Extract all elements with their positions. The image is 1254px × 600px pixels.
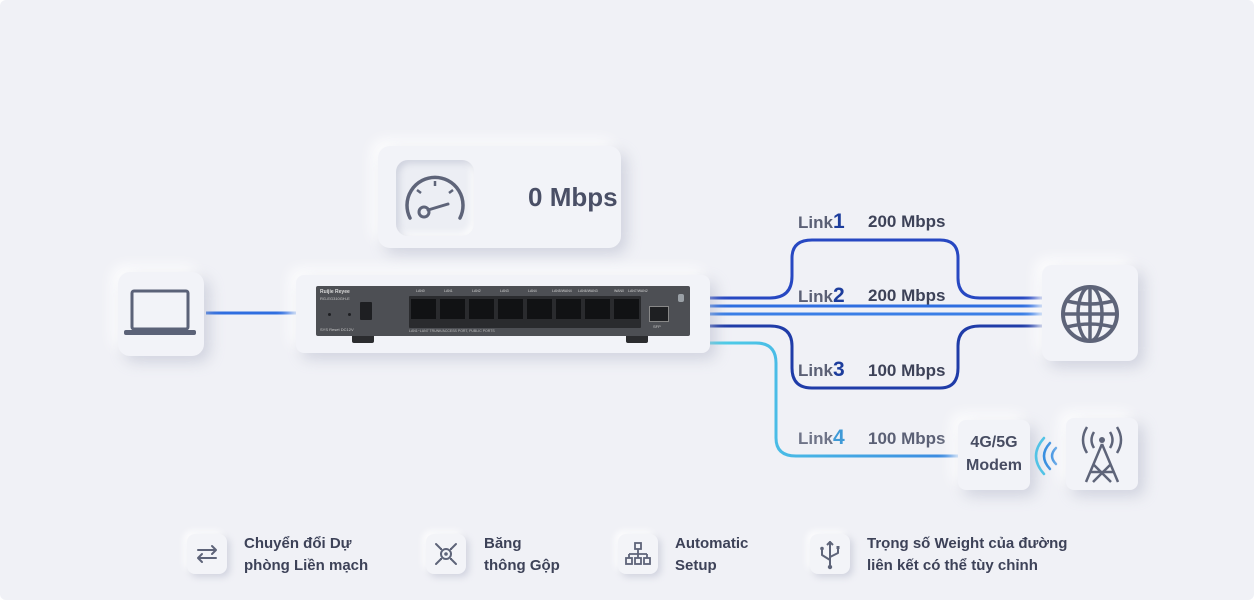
ground-screw [678, 294, 684, 302]
modem-line2: Modem [966, 457, 1022, 474]
cell-tower-icon [1081, 426, 1123, 483]
speed-card: 0 Mbps [378, 146, 621, 248]
feature-weight [810, 534, 850, 574]
router-port-block [409, 296, 641, 328]
router-reset-hole [348, 313, 351, 316]
speed-gauge-well [396, 160, 474, 236]
link1-line [710, 238, 1044, 300]
link2-label: Link2 [798, 284, 845, 307]
usb-weight-icon [820, 541, 840, 570]
router-brand: Ruijie Reyee [320, 289, 350, 295]
ethernet-port [556, 299, 581, 319]
failover-arrows-icon [197, 545, 217, 563]
link1-rate: 200 Mbps [868, 212, 946, 231]
link3-label: Link3 [798, 358, 845, 381]
sfp-label: SFP [653, 324, 661, 329]
ethernet-port [614, 299, 639, 319]
router-foot-left [352, 336, 374, 343]
laptop-card [118, 272, 204, 356]
ethernet-port [411, 299, 436, 319]
wireless-signal-icon [1034, 436, 1058, 476]
ethernet-port [440, 299, 465, 319]
feature-bandwidth [426, 534, 466, 574]
cell-tower-card [1066, 418, 1138, 490]
speed-unit: Mbps [549, 182, 618, 212]
link4-line [710, 341, 958, 458]
router-left-labels: SYS Reset DC12V [320, 327, 354, 332]
speedometer-icon [405, 175, 465, 220]
globe-icon [1061, 285, 1119, 343]
ethernet-port [585, 299, 610, 319]
modem-line1: 4G/5G [970, 434, 1018, 451]
bandwidth-aggregation-icon [435, 543, 457, 565]
feature-failover [187, 534, 227, 574]
link3-line [710, 324, 1044, 390]
speed-number: 0 [528, 182, 543, 212]
router-body: Ruijie Reyee RG-EG310GH-E SYS Reset DC12… [316, 286, 690, 336]
link4-label: Link4 [798, 426, 845, 449]
feature-auto-setup [618, 534, 658, 574]
link3-rate: 100 Mbps [868, 361, 946, 380]
router-port-labels: LAN0 LAN1 LAN2 LAN3 LAN4 LAN5/WAN4 LAN6/… [416, 289, 648, 293]
link2-rate: 200 Mbps [868, 286, 946, 305]
router-model: RG-EG310GH-E [320, 296, 350, 301]
laptop-icon [124, 289, 196, 335]
ethernet-port [498, 299, 523, 319]
router-led-sys [328, 313, 331, 316]
sfp-port [649, 306, 669, 322]
router-dc-jack [360, 302, 372, 320]
ethernet-port [527, 299, 552, 319]
modem-card: 4G/5G Modem [958, 420, 1030, 490]
router-foot-right [626, 336, 648, 343]
internet-card [1042, 265, 1138, 361]
ethernet-port [469, 299, 494, 319]
router-note: LAN1~LAN7 TRUNK/ACCESS PORT, PUBLIC PORT… [409, 329, 495, 333]
router-card: Ruijie Reyee RG-EG310GH-E SYS Reset DC12… [296, 275, 710, 353]
link4-rate: 100 Mbps [868, 429, 946, 448]
link1-label: Link1 [798, 210, 845, 233]
speed-value: 0 Mbps [528, 182, 618, 213]
network-tree-icon [625, 542, 651, 565]
